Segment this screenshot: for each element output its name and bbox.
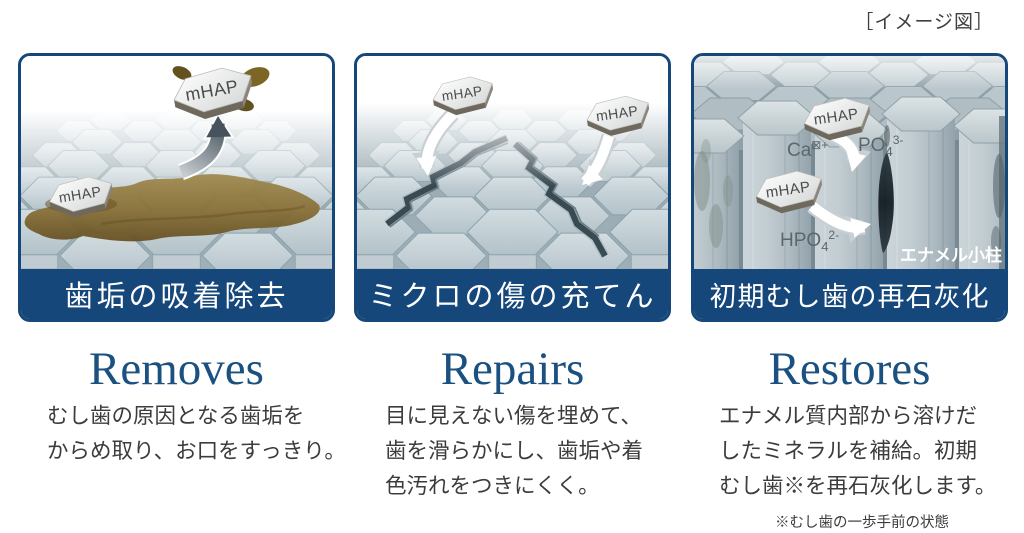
removes-illustration: mHAP mHAP	[21, 56, 332, 269]
body-removes: むし歯の原因となる歯垢を からめ取り、お口をすっきり。	[47, 404, 346, 463]
mhap-tag: mHAP	[49, 176, 113, 218]
mhap-tag: mHAP	[173, 67, 253, 120]
panel-repairs: mHAP mHAP ミクロの傷の充てん	[354, 53, 671, 322]
arrow-up	[177, 113, 235, 181]
restores-illustration: mHAP mHAP Ca⊠+ PO43- HPO42- エナメル小柱	[694, 56, 1005, 269]
heading-repairs: Repairs	[440, 343, 585, 395]
caption-repairs: ミクロの傷の充てん	[357, 269, 668, 319]
svg-text:mHAP: mHAP	[813, 105, 860, 128]
hpo4-ion-label: HPO42-	[780, 228, 839, 254]
mhap-tag: mHAP	[803, 97, 870, 141]
mhap-tag: mHAP	[586, 95, 650, 136]
svg-text:mHAP: mHAP	[441, 83, 484, 104]
body-repairs: 目に見えない傷を埋めて、 歯を滑らかにし、歯垢や着 色汚れをつきにくく。	[385, 404, 644, 498]
panel-restores: mHAP mHAP Ca⊠+ PO43- HPO42- エナメル小柱 初期むし歯の再石灰化	[691, 53, 1008, 322]
body-restores: エナメル質内部から溶けだ したミネラルを補給。初期 むし歯※を再石灰化します。	[719, 404, 997, 498]
mineral-loss-patches	[694, 116, 1005, 269]
po4-ion-label: PO43-	[858, 133, 903, 159]
svg-text:mHAP: mHAP	[765, 178, 812, 201]
ca-ion-label: Ca⊠+	[787, 138, 828, 161]
mhap-tag: mHAP	[755, 170, 822, 214]
lesion	[878, 125, 894, 253]
svg-text:mHAP: mHAP	[595, 102, 639, 124]
repairs-illustration: mHAP mHAP	[357, 56, 668, 269]
arrows-down	[411, 108, 617, 188]
rod-label: エナメル小柱	[900, 245, 1002, 265]
mhap-tag: mHAP	[432, 76, 493, 116]
panel-removes: mHAP mHAP 歯垢の吸着除去	[18, 53, 335, 322]
figure-note: ［イメージ図］	[854, 12, 994, 33]
caption-removes: 歯垢の吸着除去	[21, 269, 332, 319]
heading-removes: Removes	[89, 343, 264, 395]
footnote: ※むし歯の一歩手前の状態	[775, 515, 949, 531]
svg-text:mHAP: mHAP	[58, 184, 103, 207]
caption-restores: 初期むし歯の再石灰化	[694, 269, 1005, 319]
heading-restores: Restores	[768, 343, 931, 395]
